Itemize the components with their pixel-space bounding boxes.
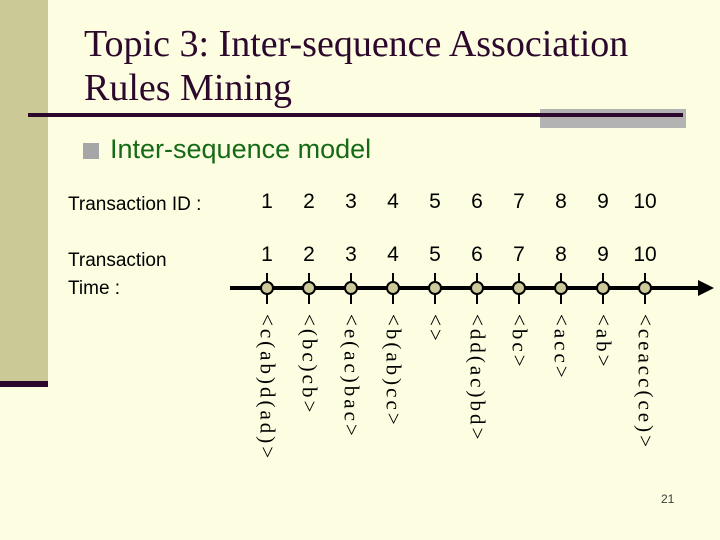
slide-title-line1: Topic 3: Inter-sequence Association bbox=[84, 23, 629, 65]
sequence-text: <e(ac)bac> bbox=[339, 314, 364, 439]
sequence-text: <ab> bbox=[591, 314, 616, 370]
transaction-id-value: 8 bbox=[555, 190, 567, 213]
transaction-id-value: 9 bbox=[597, 190, 609, 213]
transaction-time-label-line1: Transaction bbox=[68, 250, 167, 271]
transaction-id-value: 1 bbox=[261, 190, 273, 213]
arrow-right-icon bbox=[698, 280, 714, 296]
timeline-node bbox=[344, 281, 358, 295]
sequence-text: <acc> bbox=[549, 314, 574, 381]
sequence-text: <bc> bbox=[507, 314, 532, 370]
timeline-node bbox=[260, 281, 274, 295]
left-accent-underline bbox=[0, 381, 48, 387]
transaction-time-value: 9 bbox=[597, 243, 609, 266]
timeline-node bbox=[302, 281, 316, 295]
timeline-node bbox=[554, 281, 568, 295]
sequence-text: <ceacc(ce)> bbox=[633, 314, 658, 450]
sequence-text: <b(ab)cc> bbox=[381, 314, 406, 428]
timeline-node bbox=[638, 281, 652, 295]
timeline-node bbox=[428, 281, 442, 295]
transaction-time-label-line2: Time : bbox=[68, 278, 121, 299]
transaction-time-value: 8 bbox=[555, 243, 567, 266]
transaction-time-value: 2 bbox=[303, 243, 315, 266]
timeline-node bbox=[386, 281, 400, 295]
transaction-id-value: 2 bbox=[303, 190, 315, 213]
square-bullet-icon bbox=[83, 143, 99, 159]
transaction-time-value: 1 bbox=[261, 243, 273, 266]
title-underline bbox=[28, 113, 683, 117]
transaction-time-value: 5 bbox=[429, 243, 441, 266]
transaction-time-value: 7 bbox=[513, 243, 525, 266]
sequence-text: <(bc)cb> bbox=[297, 314, 322, 416]
transaction-id-value: 3 bbox=[345, 190, 357, 213]
transaction-id-value: 5 bbox=[429, 190, 441, 213]
timeline-axis bbox=[230, 286, 700, 290]
transaction-time-value: 10 bbox=[633, 243, 657, 266]
transaction-id-value: 7 bbox=[513, 190, 525, 213]
slide-title-line2: Rules Mining bbox=[84, 67, 292, 109]
transaction-time-label: Transaction Time : bbox=[68, 247, 167, 303]
transaction-id-value: 10 bbox=[633, 190, 657, 213]
sequence-text: <c(ab)d(ad)> bbox=[255, 314, 280, 462]
transaction-time-value: 3 bbox=[345, 243, 357, 266]
transaction-id-value: 6 bbox=[471, 190, 483, 213]
left-accent-bar bbox=[0, 0, 48, 381]
sequence-text: <dd(ac)bd> bbox=[465, 314, 490, 443]
timeline-node bbox=[596, 281, 610, 295]
transaction-time-value: 4 bbox=[387, 243, 399, 266]
transaction-time-value: 6 bbox=[471, 243, 483, 266]
title-accent-box bbox=[540, 109, 686, 128]
sequence-text: <> bbox=[423, 314, 448, 344]
slide-title: Topic 3: Inter-sequence Association Rule… bbox=[84, 22, 694, 110]
page-number: 21 bbox=[661, 492, 675, 506]
bullet-label: Inter-sequence model bbox=[110, 134, 372, 164]
timeline-node bbox=[470, 281, 484, 295]
transaction-id-value: 4 bbox=[387, 190, 399, 213]
timeline-node bbox=[512, 281, 526, 295]
transaction-id-label: Transaction ID : bbox=[68, 194, 202, 215]
